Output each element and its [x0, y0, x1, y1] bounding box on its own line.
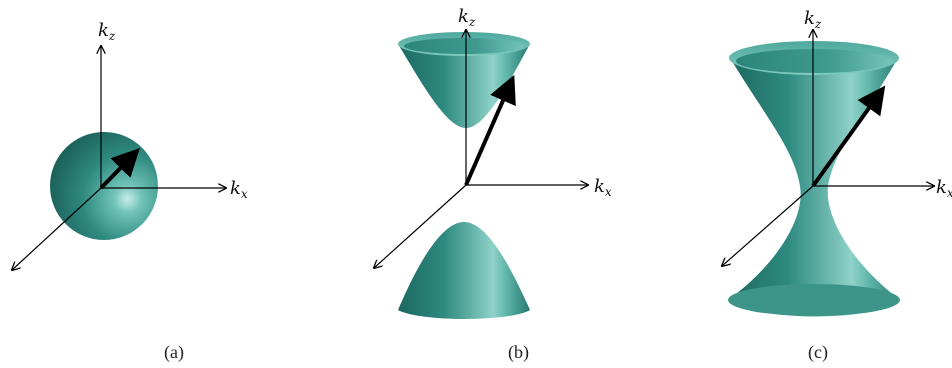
wave-vector-arrow: [99, 147, 140, 190]
panel-caption: (b): [508, 342, 529, 363]
panel-c: kz kx (c): [722, 8, 952, 363]
panel-a: kz kx (a): [12, 20, 248, 363]
kx-label: kx: [230, 178, 248, 201]
wave-vector-arrow: [811, 85, 886, 188]
panel-b: kz kx (b): [374, 6, 612, 363]
ky-axis: [12, 187, 102, 270]
panel-caption: (a): [164, 342, 184, 363]
upper-hyperboloid-sheet: [398, 44, 530, 128]
kx-label: kx: [936, 177, 952, 200]
top-inner: [736, 49, 892, 73]
ky-axis: [722, 185, 814, 266]
hyperboloid-one-sheet: [728, 58, 900, 317]
upper-sheet-inner: [404, 38, 524, 54]
ky-axis: [374, 184, 467, 268]
bottom-rim: [728, 284, 900, 316]
kz-label: kz: [804, 8, 822, 31]
kz-label: kz: [458, 6, 476, 29]
panel-caption: (c): [808, 342, 828, 363]
kz-label: kz: [98, 20, 116, 43]
wave-vector-arrow: [464, 74, 516, 186]
lower-hyperboloid-sheet: [398, 222, 530, 319]
kx-label: kx: [594, 176, 612, 199]
